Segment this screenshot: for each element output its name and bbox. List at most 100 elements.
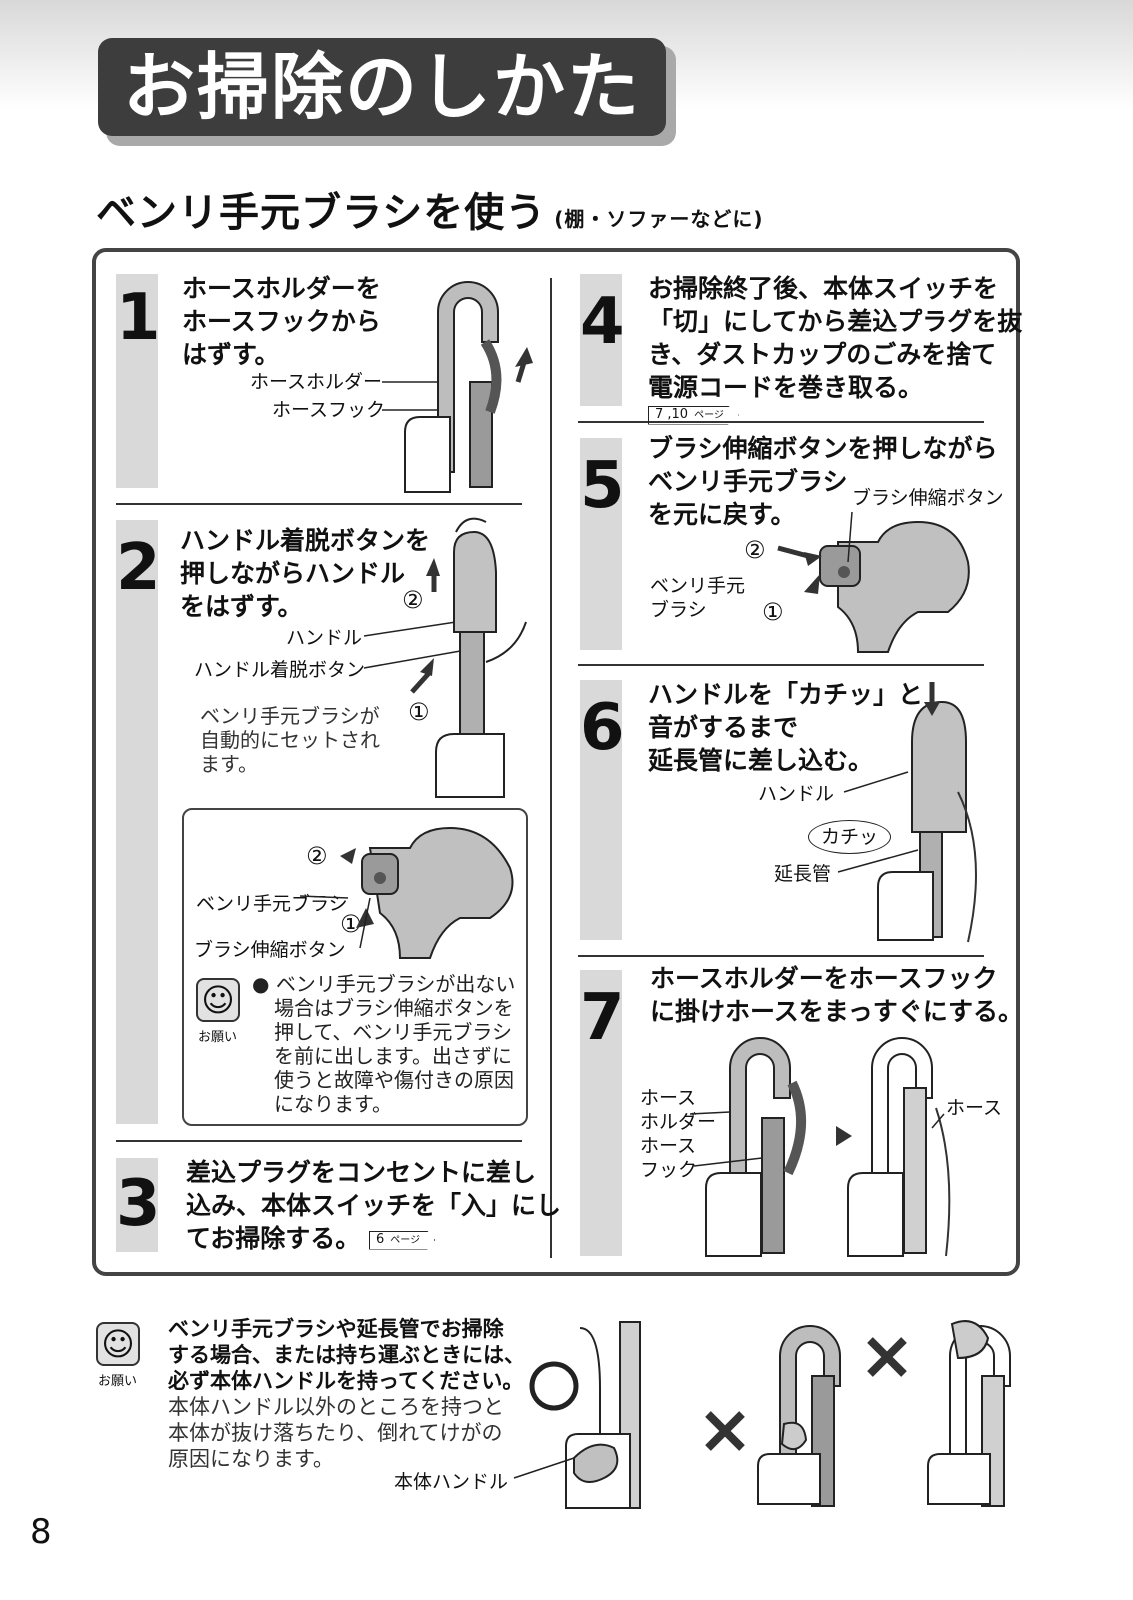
box-circle-2: ② [306,842,328,870]
step-2-illustration [363,517,527,798]
label-hose-holder: ホースホルダー [250,371,383,393]
step-1-line: ホースフックから [182,307,381,336]
step-6-number: 6 [580,691,625,765]
step-5-bar [580,438,622,650]
label-line: フック [640,1159,698,1181]
step-2-circle-1: ① [408,698,430,726]
smiley-icon-bottom [96,1322,140,1366]
step-2-line: 押しながらハンドル [180,559,406,588]
step-6-line: 延長管に差し込む。 [648,746,874,775]
bottom-note-bold: ベンリ手元ブラシや延長管でお掃除 する場合、または持ち運ぶときには、 必ず本体ハ… [168,1316,525,1394]
label-handle-release-button: ハンドル着脱ボタン [194,659,366,681]
step-7-line: ホースホルダーをホースフック [650,964,998,993]
label-hose-hook: ホースフック [272,399,386,421]
label-handle-6: ハンドル [758,783,835,805]
divider-1-2 [116,503,522,505]
page-title: お掃除のしかた [98,38,666,136]
step-2-bar [116,520,158,1124]
step-2-circle-2: ② [402,586,424,614]
step-1-number: 1 [116,281,161,355]
step-4-line: 電源コードを巻き取る。 [648,373,924,402]
divider-4-5 [578,421,984,423]
step-4-bar [580,274,622,406]
bottom-bold-line: 必ず本体ハンドルを持ってください。 [168,1369,524,1393]
wrong-mark-icon [867,1337,907,1377]
correct-grip-illustration [513,1321,641,1509]
divider-2-3 [116,1140,522,1142]
step-2-text: ハンドル着脱ボタンを 押しながらハンドル をはずす。 [180,524,430,623]
divider-6-7 [578,955,984,957]
label-brush-extend-button: ブラシ伸縮ボタン [194,939,346,961]
label-hose-holder-7: ホース ホルダー [640,1086,716,1134]
bottom-note: 本体ハンドル以外のところを持つと 本体が抜け落ちたり、倒れてけがの 原因になりま… [168,1394,504,1472]
step-3-line: てお掃除する。 [186,1224,361,1253]
step-6-text: ハンドルを「カチッ」と 音がするまで 延長管に差し込む。 [648,678,923,777]
column-divider [550,278,552,1258]
step-7-number: 7 [580,981,625,1055]
step-1-line: ホースホルダーを [182,274,381,303]
label-line: ホルダー [640,1111,717,1133]
step-6-line: ハンドルを「カチッ」と [648,680,924,709]
step-2-note: ベンリ手元ブラシが 自動的にセットされ ます。 [200,704,380,776]
step-2-note-line: ます。 [200,752,258,776]
box-circle-1: ① [340,910,362,938]
label-extension-pipe: 延長管 [774,863,832,885]
bottom-note-line: 原因になります。 [168,1447,334,1471]
wrong-grip-illustration-2 [867,1320,1011,1507]
box-bullet-line: を前に出します。出さずに [274,1044,512,1068]
ref-number: 7 ,10 [655,406,689,422]
step-5-line: を元に戻す。 [648,500,796,529]
bottom-note-line: 本体が抜け落ちたり、倒れてけがの [168,1421,503,1445]
page-number: 8 [30,1512,52,1552]
ref-suffix: ページ [390,1234,421,1246]
step-5-circle-2: ② [744,536,766,564]
box-bullet-line: ベンリ手元ブラシが出ない [275,972,516,996]
box-bullet-line: 押して、ベンリ手元ブラシ [274,1020,512,1044]
step-5-line: ベンリ手元ブラシ [648,467,848,496]
step-3-text: 差込プラグをコンセントに差し 込み、本体スイッチを「入」にし てお掃除する。 6… [186,1156,561,1255]
label-hose-7: ホース [946,1097,1003,1119]
page-ref-7-10[interactable]: 7 ,10 ページ [648,405,739,425]
step-6-bar [580,680,622,940]
step-2-note-line: ベンリ手元ブラシが [200,704,380,728]
step-7-text: ホースホルダーをホースフック に掛けホースをまっすぐにする。 [650,962,1023,1028]
step-1-text: ホースホルダーを ホースフックから はずす。 [182,272,381,371]
step-5-circle-1: ① [762,598,784,626]
step-4-line: き、ダストカップのごみを捨て [648,340,997,369]
smiley-icon [196,978,240,1022]
label-handle: ハンドル [286,627,363,649]
step-7-bar [580,970,622,1256]
divider-5-6 [578,664,984,666]
wrong-mark-icon [705,1411,745,1451]
subtitle: ベンリ手元ブラシを使う [96,190,547,236]
step-5-number: 5 [580,449,625,523]
step-5-line: ブラシ伸縮ボタンを押しながら [648,434,998,463]
step-6-illustration [837,682,977,943]
step-1-line: はずす。 [182,340,280,369]
section-heading: ベンリ手元ブラシを使う(棚・ソファーなどに) [96,180,763,238]
step-4-line: お掃除終了後、本体スイッチを [648,274,999,303]
step-1-bar [116,274,158,488]
step-7-line: に掛けホースをまっすぐにする。 [650,997,1024,1026]
step-4-number: 4 [580,285,625,359]
step-5-text: ブラシ伸縮ボタンを押しながら ベンリ手元ブラシ を元に戻す。 [648,432,998,531]
bottom-bold-line: する場合、または持ち運ぶときには、 [168,1343,525,1367]
request-caption: お願い [198,1030,238,1045]
label-handy-brush-5: ベンリ手元 ブラシ [650,574,745,622]
label-line: ホース [640,1135,697,1157]
box-bullet-line: 場合はブラシ伸縮ボタンを [274,996,514,1020]
box-bullet: ● ベンリ手元ブラシが出ない 場合はブラシ伸縮ボタンを 押して、ベンリ手元ブラシ… [252,972,515,1116]
bullet-icon: ● [252,972,270,996]
label-body-handle: 本体ハンドル [394,1471,509,1493]
label-handy-brush: ベンリ手元ブラシ [196,893,348,915]
step-2-note-line: 自動的にセットされ [200,728,380,752]
ref-suffix: ページ [694,409,724,421]
bottom-note-line: 本体ハンドル以外のところを持つと [168,1395,504,1419]
label-hose-hook-7: ホース フック [640,1134,697,1182]
label-line: ブラシ [650,599,707,621]
step-6-line: 音がするまで [648,713,799,742]
bottom-bold-line: ベンリ手元ブラシや延長管でお掃除 [168,1317,504,1341]
step-3-line: 込み、本体スイッチを「入」にし [186,1191,562,1220]
correct-mark-icon [529,1361,579,1411]
